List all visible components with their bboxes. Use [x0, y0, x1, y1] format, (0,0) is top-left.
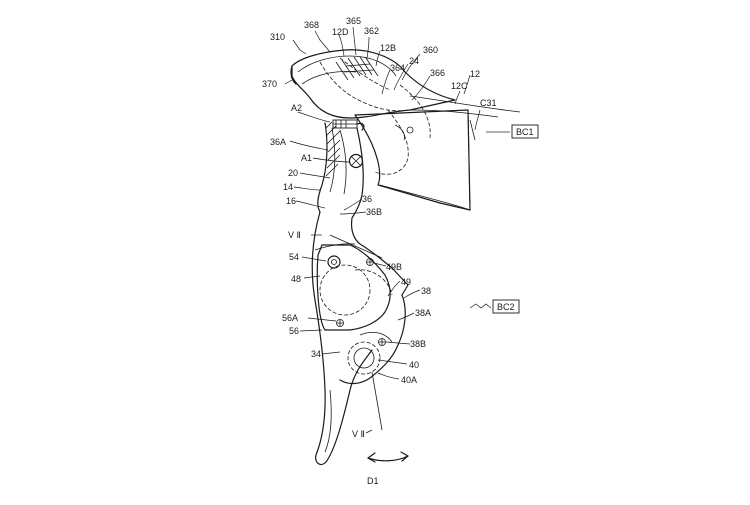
label-box-BC1: BC1 [511, 124, 539, 139]
label-49: 49 [401, 277, 411, 287]
label-364: 364 [390, 63, 405, 73]
label-C31: C31 [480, 98, 497, 108]
svg-text:BC1: BC1 [516, 127, 534, 137]
label-49B: 49B [386, 262, 402, 272]
label-12: 12 [470, 69, 480, 79]
lever-lower-body [311, 211, 409, 466]
label-368: 368 [304, 20, 319, 30]
label-16: 16 [286, 196, 296, 206]
label-362: 362 [364, 26, 379, 36]
label-365: 365 [346, 16, 361, 26]
label-36B: 36B [366, 207, 382, 217]
label-VII-bottom: V Ⅱ [352, 429, 365, 439]
label-40: 40 [409, 360, 419, 370]
label-370: 370 [262, 79, 277, 89]
label-36: 36 [362, 194, 372, 204]
bracket-body [354, 95, 521, 211]
label-12C: 12C [451, 81, 468, 91]
label-360: 360 [423, 45, 438, 55]
label-366: 366 [430, 68, 445, 78]
label-38A: 38A [415, 308, 431, 318]
pivot-a2 [332, 119, 414, 141]
label-A1: A1 [301, 153, 312, 163]
label-38: 38 [421, 286, 431, 296]
svg-text:BC2: BC2 [497, 302, 515, 312]
reference-labels: 310 368 12D 365 362 12B 360 24 364 366 1… [262, 16, 539, 486]
label-54: 54 [289, 252, 299, 262]
rotation-arrow [367, 451, 409, 463]
label-A2: A2 [291, 103, 302, 113]
label-20: 20 [288, 168, 298, 178]
label-40A: 40A [401, 375, 417, 385]
label-12B: 12B [380, 43, 396, 53]
label-56: 56 [289, 326, 299, 336]
label-36A: 36A [270, 137, 286, 147]
label-VII-top: V Ⅱ [288, 230, 301, 240]
grip-cover [290, 49, 456, 175]
label-D1: D1 [367, 476, 379, 486]
leader-lines [284, 26, 510, 434]
label-56A: 56A [282, 313, 298, 323]
label-24: 24 [409, 56, 419, 66]
label-38B: 38B [410, 339, 426, 349]
label-34: 34 [311, 349, 321, 359]
label-12D: 12D [332, 27, 349, 37]
label-310: 310 [270, 32, 285, 42]
label-14: 14 [283, 182, 293, 192]
label-box-BC2: BC2 [492, 299, 520, 314]
lever-upper-arm [317, 121, 364, 219]
label-48: 48 [291, 274, 301, 284]
